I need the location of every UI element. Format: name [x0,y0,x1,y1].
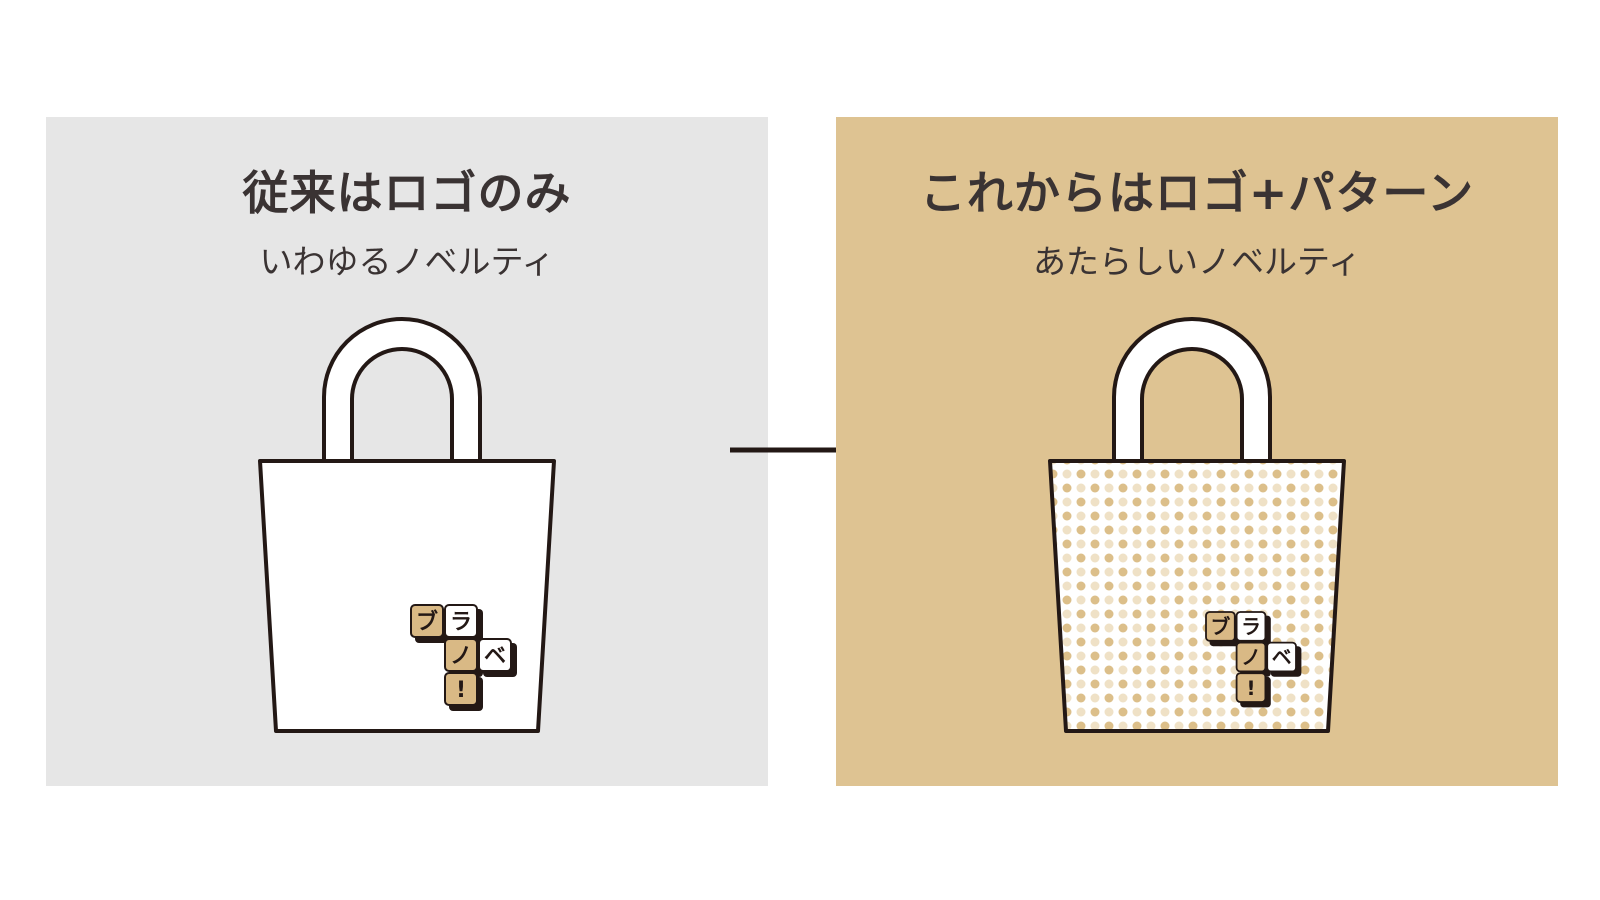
panel-after: これからはロゴ+パターン あたらしいノベルティ [836,117,1558,786]
svg-text:ベ: ベ [484,644,506,669]
panel-subtitle: いわゆるノベルティ [259,242,555,281]
svg-text:ノ: ノ [450,644,472,669]
logo-tiles: ブラ ノベ ! [1205,611,1302,708]
svg-text:ノ: ノ [1241,646,1261,669]
svg-text:ラ: ラ [1241,616,1261,639]
panel-before: 従来はロゴのみ いわゆるノベルティ ブラ ノベ ! [46,117,768,786]
svg-text:ブ: ブ [416,609,438,635]
svg-text:ブ: ブ [1211,616,1231,639]
tote-bag-plain-icon: ブラ ノベ ! [258,317,556,733]
logo-tiles: ブラ ノベ ! [410,604,517,711]
svg-text:ラ: ラ [450,610,472,635]
panel-subtitle: あたらしいノベルティ [1032,242,1362,281]
tote-bag-patterned-icon: ブラ ノベ ! [1048,317,1346,733]
panel-title: 従来はロゴのみ [242,166,572,220]
panel-title: これからはロゴ+パターン [919,166,1475,220]
svg-text:ベ: ベ [1272,646,1292,669]
svg-text:!: ! [456,678,466,703]
svg-text:!: ! [1246,677,1255,700]
